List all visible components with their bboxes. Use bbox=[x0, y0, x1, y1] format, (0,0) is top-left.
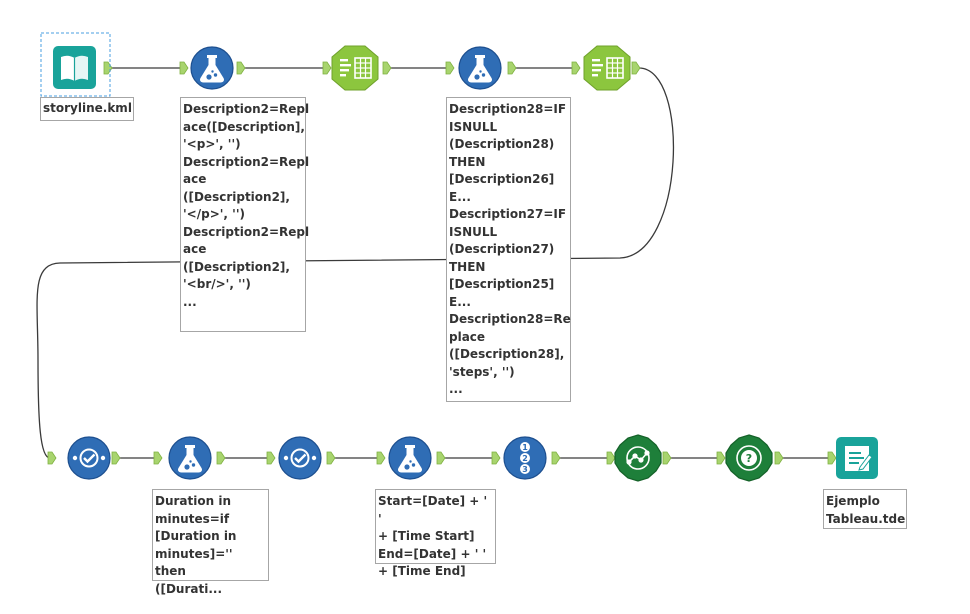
input-anchor[interactable] bbox=[445, 61, 455, 75]
formula-tool-2[interactable] bbox=[458, 46, 502, 90]
spatial-info-icon: ? bbox=[736, 445, 762, 471]
output-tool[interactable] bbox=[836, 437, 878, 479]
tool-annotation: Description2=Repl ace([Description], '<p… bbox=[180, 97, 309, 332]
output-anchor[interactable] bbox=[326, 451, 336, 465]
input-anchor[interactable] bbox=[827, 451, 837, 465]
book-icon bbox=[61, 55, 88, 81]
input-anchor[interactable] bbox=[606, 451, 616, 465]
input-tool[interactable] bbox=[40, 32, 111, 97]
record-id-icon: 1 2 3 bbox=[520, 442, 530, 474]
svg-text:3: 3 bbox=[522, 465, 528, 474]
formula-tool-3[interactable] bbox=[168, 436, 212, 480]
output-anchor[interactable] bbox=[382, 61, 392, 75]
connection-line bbox=[36, 67, 675, 459]
formula-tool-4[interactable] bbox=[388, 436, 432, 480]
input-anchor[interactable] bbox=[47, 451, 57, 465]
output-anchor[interactable] bbox=[551, 451, 561, 465]
spatial-tool[interactable] bbox=[614, 434, 662, 482]
formula-tool-1[interactable] bbox=[190, 46, 234, 90]
svg-text:2: 2 bbox=[522, 454, 528, 463]
spatial-points-icon bbox=[626, 446, 650, 470]
output-anchor[interactable] bbox=[662, 451, 672, 465]
text-to-columns-icon bbox=[592, 57, 624, 79]
svg-text:?: ? bbox=[746, 452, 752, 465]
tool-annotation: Start=[Date] + ' ' + [Time Start] End=[D… bbox=[375, 489, 496, 578]
text-to-columns-icon bbox=[340, 57, 372, 79]
select-check-icon bbox=[72, 448, 106, 468]
output-anchor[interactable] bbox=[216, 451, 226, 465]
input-anchor[interactable] bbox=[179, 61, 189, 75]
input-anchor[interactable] bbox=[716, 451, 726, 465]
spatial-info-tool[interactable]: ? bbox=[725, 434, 773, 482]
output-anchor[interactable] bbox=[631, 61, 641, 75]
output-anchor[interactable] bbox=[236, 61, 246, 75]
tool-annotation: Ejemplo Tableau.tde bbox=[823, 489, 907, 529]
input-anchor[interactable] bbox=[153, 451, 163, 465]
input-anchor[interactable] bbox=[376, 451, 386, 465]
notepad-icon bbox=[845, 446, 873, 471]
select-tool-1[interactable] bbox=[67, 436, 111, 480]
selection-box bbox=[40, 32, 111, 97]
select-tool-2[interactable] bbox=[278, 436, 322, 480]
output-anchor[interactable] bbox=[507, 61, 517, 75]
tool-annotation: storyline.kml bbox=[40, 97, 134, 121]
output-anchor[interactable] bbox=[436, 451, 446, 465]
select-check-icon bbox=[283, 448, 317, 468]
output-anchor[interactable] bbox=[774, 451, 784, 465]
input-anchor[interactable] bbox=[266, 451, 276, 465]
text-to-columns-tool-1[interactable] bbox=[331, 45, 379, 91]
input-anchor[interactable] bbox=[491, 451, 501, 465]
tool-annotation: Description28=IF ISNULL (Description28) … bbox=[446, 97, 571, 402]
output-anchor[interactable] bbox=[103, 61, 113, 75]
svg-text:1: 1 bbox=[522, 443, 528, 452]
record-id-tool[interactable]: 1 2 3 bbox=[503, 436, 547, 480]
input-anchor[interactable] bbox=[571, 61, 581, 75]
input-anchor[interactable] bbox=[322, 61, 332, 75]
output-anchor[interactable] bbox=[111, 451, 121, 465]
tool-annotation: Duration in minutes=if [Duration in minu… bbox=[152, 489, 269, 596]
connections bbox=[36, 67, 832, 459]
text-to-columns-tool-2[interactable] bbox=[583, 45, 631, 91]
